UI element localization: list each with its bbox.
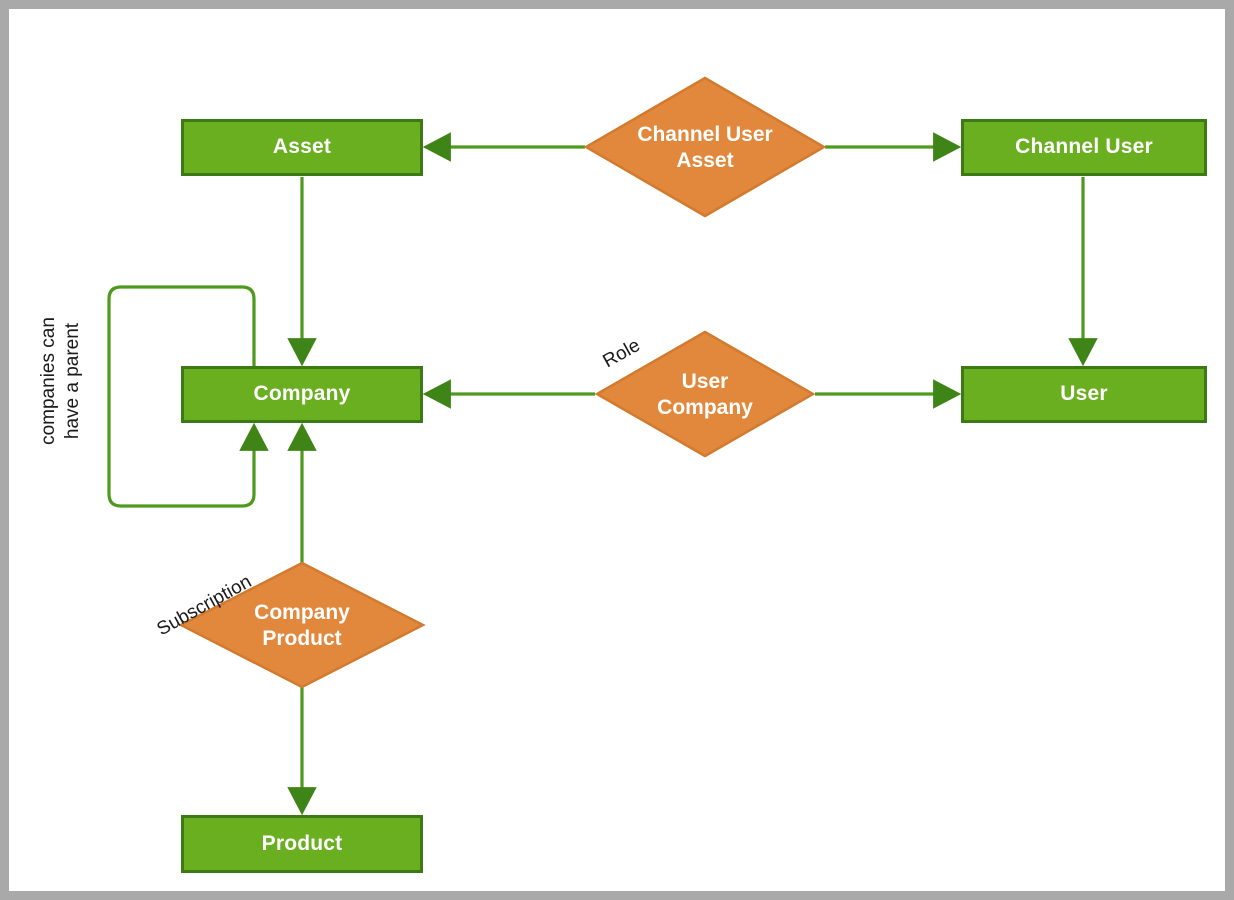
entity-channel-user[interactable]: Channel User [961,119,1207,176]
entity-channel-user-label: Channel User [1015,135,1153,159]
entity-asset[interactable]: Asset [181,119,423,176]
relationship-company-product [178,561,426,689]
entity-product-label: Product [261,831,343,855]
entity-asset-label: Asset [272,135,332,159]
relationship-channel-user-asset [583,76,827,218]
entity-product[interactable]: Product [181,815,423,873]
annotation-companies-can-have-a-parent: companies can have a parent [38,317,83,445]
connector-company-self-loop [107,285,269,508]
diagram-canvas: Asset Channel User Company User Product … [9,9,1225,891]
entity-user-label: User [1060,382,1108,406]
entity-company[interactable]: Company [181,366,423,423]
relationship-user-company [594,330,816,458]
entity-user[interactable]: User [961,366,1207,423]
entity-company-label: Company [253,382,351,406]
connector-layer [107,76,1098,816]
